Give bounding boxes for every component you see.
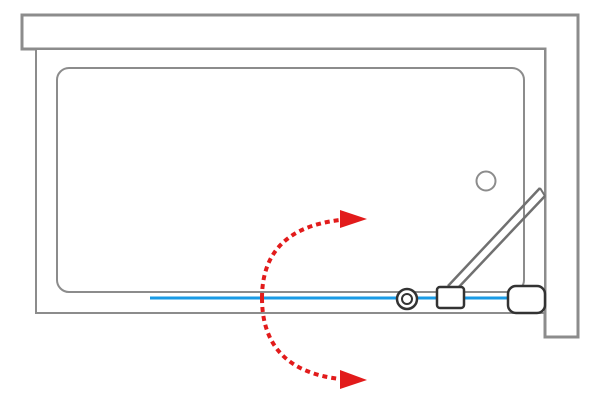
- hinge-knob-icon: [395, 287, 419, 311]
- wall-profile-icon: [506, 284, 547, 315]
- clamp-icon: [435, 285, 466, 310]
- folding-panel-leaf: [447, 187, 546, 290]
- drain-icon: [475, 170, 497, 192]
- wall-outline: [20, 13, 580, 339]
- arrowhead-outward: [340, 210, 367, 228]
- swing-arrow-inward: [260, 297, 367, 389]
- bathtub-basin: [56, 67, 525, 293]
- swing-arrow-outward: [260, 210, 367, 299]
- arrowhead-inward: [340, 370, 367, 389]
